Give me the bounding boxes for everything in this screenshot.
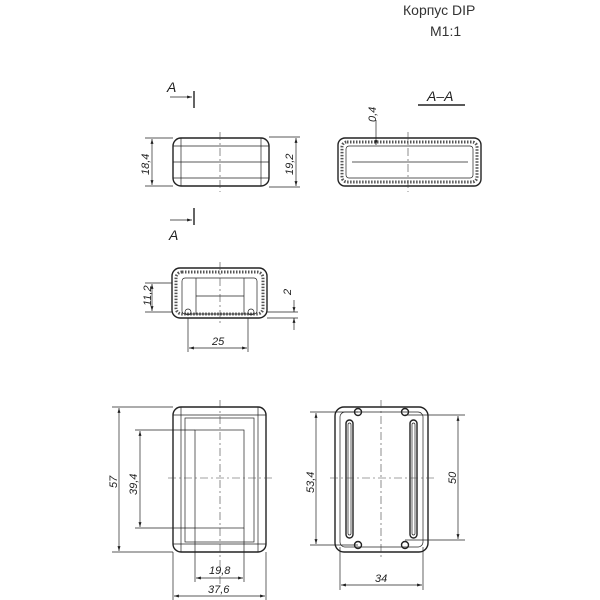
end-view	[145, 262, 298, 352]
svg-text:A: A	[166, 79, 176, 95]
dim-top-width: 37,6	[208, 584, 230, 596]
dim-end-height: 11,2	[142, 285, 154, 306]
front-view	[145, 132, 300, 192]
dim-slot-spacing-height: 50	[447, 471, 459, 484]
dim-window-width: 19,8	[209, 565, 231, 577]
bottom-view	[310, 400, 465, 590]
dim-front-height-left: 18,4	[140, 154, 152, 175]
dim-top-height: 57	[108, 475, 120, 488]
dim-bottom-height: 53,4	[305, 472, 317, 493]
dim-front-height-right: 19,2	[284, 154, 296, 175]
dim-wall-thickness: 0,4	[367, 107, 379, 122]
section-label: A–A	[426, 88, 453, 104]
dim-end-offset: 2	[282, 289, 294, 296]
section-marker-top: A	[166, 79, 195, 108]
section-view	[337, 120, 482, 192]
drawing-title: Корпус DIP	[403, 2, 475, 18]
dim-end-width: 25	[211, 336, 225, 348]
dim-bottom-width: 34	[375, 573, 387, 585]
svg-text:A: A	[168, 227, 178, 243]
dim-window-height: 39,4	[128, 474, 140, 495]
top-view	[112, 400, 272, 600]
section-marker-bottom: A	[168, 208, 195, 243]
drawing-scale: М1:1	[430, 23, 461, 39]
